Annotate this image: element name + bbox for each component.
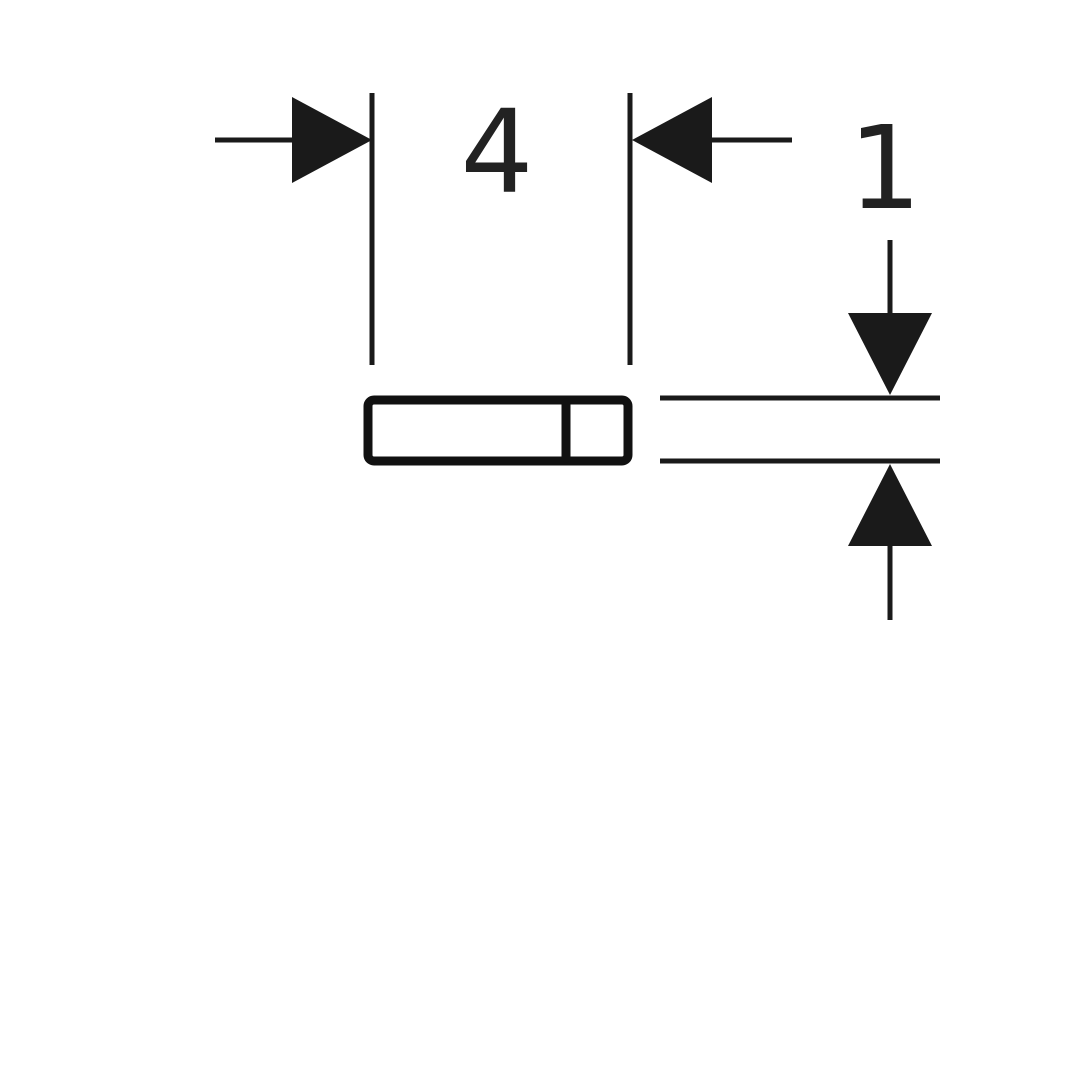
right-arrowhead-icon (632, 97, 712, 183)
part-body (363, 395, 633, 466)
left-arrowhead-icon (292, 97, 372, 183)
thickness-dimension: 1 (660, 102, 940, 620)
up-arrowhead-icon (848, 464, 932, 546)
length-dimension: 4 (215, 86, 792, 365)
down-arrowhead-icon (848, 313, 932, 395)
length-dimension-label: 4 (460, 86, 533, 220)
part-outline (363, 395, 633, 466)
thickness-dimension-label: 1 (848, 102, 921, 236)
